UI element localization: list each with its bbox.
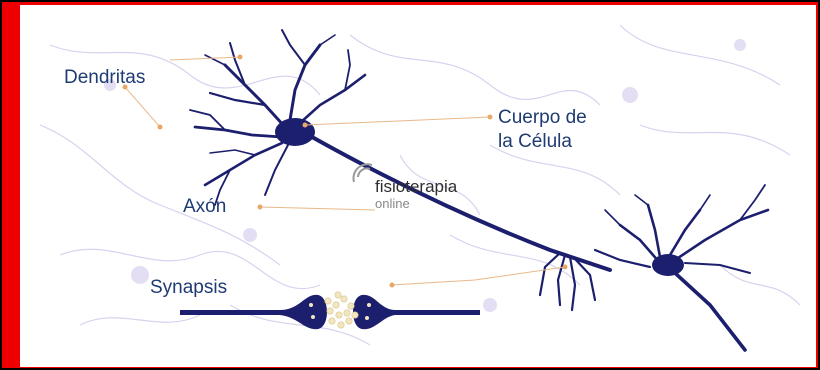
second-cell-body (652, 254, 684, 276)
dendrites (190, 30, 365, 205)
axon (312, 137, 610, 270)
leader-line-synapse (392, 267, 565, 285)
label-axon: Axón (183, 196, 226, 218)
watermark-subtext: online (375, 196, 410, 211)
label-dendrites: Dendritas (64, 67, 145, 89)
label-cell-body-line2: la Célula (498, 131, 572, 153)
leader-line-axon (260, 207, 375, 210)
postsynaptic-terminal (353, 295, 480, 329)
label-cell-body-line1: Cuerpo de (498, 107, 587, 129)
label-synapse: Synapsis (150, 277, 227, 299)
leader-line-dendrites-1 (125, 87, 160, 127)
watermark-text: fisioterapia (375, 177, 457, 197)
cell-body (275, 118, 315, 146)
presynaptic-terminal (180, 295, 327, 329)
background-faint-cells (104, 39, 746, 312)
second-axon (675, 273, 745, 350)
neuron-diagram-panel: Dendritas Cuerpo de la Célula Axón Synap… (20, 5, 816, 367)
leader-line-cell-body (305, 117, 490, 125)
leader-line-dendrites-2 (170, 57, 240, 60)
